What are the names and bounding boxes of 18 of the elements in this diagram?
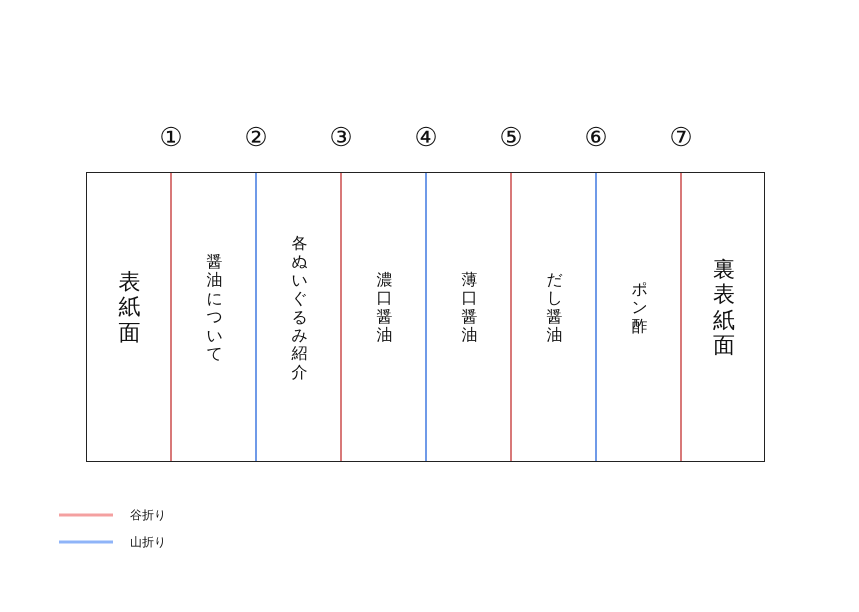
legend-label: 谷折り: [130, 509, 166, 521]
panel-title: 各ぬいぐるみ紹介: [291, 234, 308, 382]
legend-label: 山折り: [130, 536, 166, 548]
fold-number: ⑥: [584, 125, 608, 151]
panel-title: 醤油について: [206, 252, 223, 364]
panel-title: 薄口醤油: [461, 271, 478, 345]
fold-number: ②: [244, 125, 268, 151]
panel-title: 表紙面: [118, 270, 141, 346]
fold-number: ⑦: [669, 125, 693, 151]
panel-title: だし醤油: [546, 271, 563, 345]
fold-number: ①: [159, 125, 183, 151]
panel-title: 裏表紙面: [712, 257, 736, 359]
fold-number: ③: [329, 125, 353, 151]
panel-title: 濃口醤油: [376, 271, 393, 345]
sheet-outline: [86, 172, 765, 462]
panel-title: ポン酢: [631, 280, 648, 336]
fold-number: ④: [414, 125, 438, 151]
fold-number: ⑤: [499, 125, 523, 151]
